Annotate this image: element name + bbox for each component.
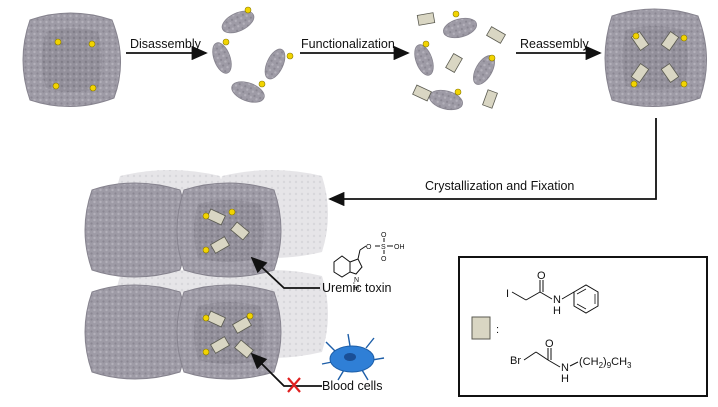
intact-protein-cage — [22, 12, 121, 107]
blood-cell-icon — [321, 333, 385, 381]
blood-cells-label: Blood cells — [322, 379, 383, 393]
toxin-atom: S — [381, 244, 386, 251]
toxin-arrow — [250, 256, 320, 289]
ligand-dot — [54, 38, 62, 46]
toxin-atom: O — [381, 256, 387, 263]
toxin-atom: O — [381, 232, 387, 239]
ligand-block — [445, 53, 463, 73]
toxin-atom: H — [354, 285, 359, 292]
functionalized-subunits — [412, 10, 506, 111]
toxin-atom: N — [354, 277, 359, 284]
functionalization-label: Functionalization — [301, 37, 395, 51]
atom-label: H — [561, 373, 569, 385]
ligand-block — [416, 12, 436, 26]
iodoacetanilide-structure: I O N H — [506, 270, 599, 317]
atom-label: N — [561, 362, 569, 374]
ligand-dot — [89, 84, 97, 92]
atom-label: O — [537, 270, 546, 282]
uremic-toxin-structure: O S O O OH N H — [333, 232, 405, 292]
reassembled-protein-cage — [604, 8, 707, 107]
ligand-block — [412, 84, 432, 102]
disassembly-label: Disassembly — [130, 37, 201, 51]
chain-subscript: 9 — [607, 361, 612, 370]
chain-part: (CH — [579, 356, 599, 368]
chain-subscript: 3 — [627, 361, 632, 370]
atom-label: I — [506, 288, 509, 300]
blood-cell-arrow — [250, 352, 322, 387]
alkyl-chain-label: (CH2)9CH3 — [579, 356, 632, 370]
legend-colon: : — [496, 324, 499, 336]
atom-label: Br — [510, 355, 521, 367]
toxin-atom: OH — [394, 244, 405, 251]
crystallization-label: Crystallization and Fixation — [425, 179, 575, 193]
crystal-lattice — [84, 170, 328, 380]
chain-subscript: 2 — [599, 361, 604, 370]
toxin-atom: O — [366, 244, 372, 251]
chain-part: CH — [611, 356, 627, 368]
ligand-dot — [52, 82, 60, 90]
bromoacetamide-decyl-structure: Br O N H (CH2)9CH3 — [510, 338, 632, 385]
atom-label: O — [545, 338, 554, 350]
legend-block-icon — [471, 316, 491, 340]
reassembly-label: Reassembly — [520, 37, 589, 51]
ligand-block — [482, 89, 498, 109]
disassembled-subunits — [212, 6, 294, 103]
ligand-block — [486, 26, 506, 44]
legend-box — [458, 256, 708, 397]
ligand-dot — [88, 40, 96, 48]
atom-label: N — [553, 294, 561, 306]
blocked-x-icon — [287, 377, 301, 393]
chain-part: ) — [603, 356, 607, 368]
uremic-toxin-label: Uremic toxin — [322, 281, 392, 295]
crystallization-arrow — [328, 118, 657, 207]
atom-label: H — [553, 305, 561, 317]
